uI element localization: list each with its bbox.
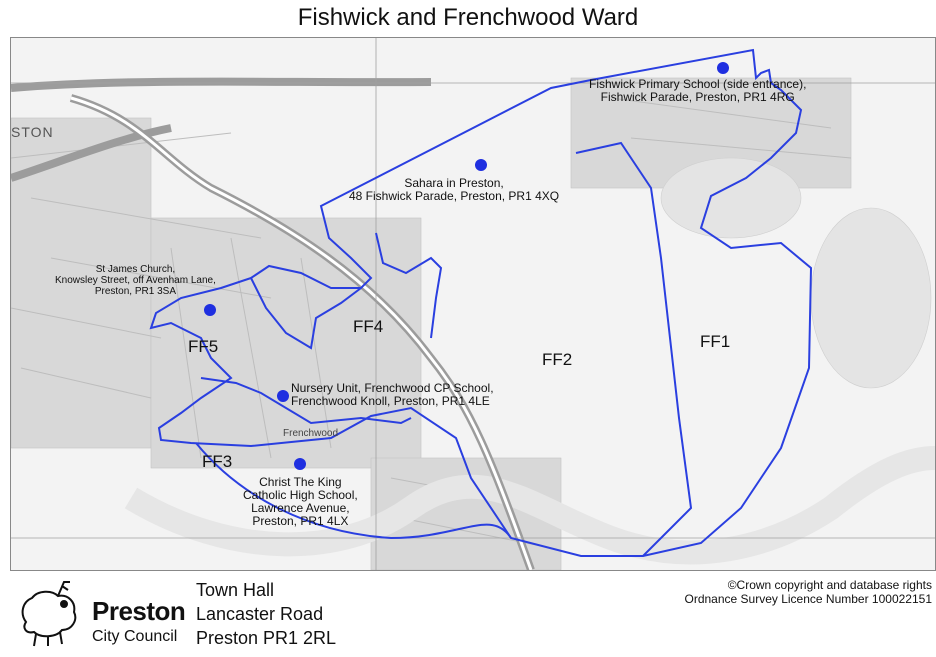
marker-sahara[interactable] [475, 159, 487, 171]
ward-label-ff5: FF5 [188, 337, 219, 356]
map-title: Fishwick and Frenchwood Ward [297, 4, 639, 31]
lamb-logo-icon [21, 581, 77, 647]
copyright-notice: ©Crown copyright and database rights Ord… [684, 578, 933, 606]
address-line-3: Preston PR1 2RL [196, 628, 337, 648]
area-label: Frenchwood [283, 428, 339, 439]
ward-label-ff1: FF1 [700, 332, 731, 351]
station-label-christ-the-king: Christ The King Catholic High School, La… [243, 475, 358, 528]
marker-fishwick-primary[interactable] [717, 62, 729, 74]
ward-boundaries [149, 48, 813, 557]
marker-st-james[interactable] [204, 304, 216, 316]
ward-label-ff3: FF3 [202, 452, 233, 471]
brand-name: Preston [92, 596, 186, 626]
place-label: STON [11, 124, 54, 140]
station-label-sahara: Sahara in Preston, 48 Fishwick Parade, P… [349, 176, 560, 203]
address-line-1: Town Hall [196, 580, 275, 600]
brand-subtitle: City Council [92, 628, 178, 645]
basemap [11, 38, 935, 570]
station-label-st-james: St James Church, Knowsley Street, off Av… [55, 264, 216, 297]
ward-label-ff4: FF4 [353, 317, 384, 336]
station-label-fishwick-primary: Fishwick Primary School (side entrance),… [589, 77, 807, 104]
ward-label-ff2: FF2 [542, 350, 573, 369]
map-canvas[interactable]: STON Fishwick Primary School (side entra… [10, 37, 936, 571]
station-label-nursery-unit: Nursery Unit, Frenchwood CP School, Fren… [291, 381, 494, 408]
address-line-2: Lancaster Road [196, 604, 324, 624]
marker-nursery-unit[interactable] [277, 390, 289, 402]
marker-christ-the-king[interactable] [294, 458, 306, 470]
